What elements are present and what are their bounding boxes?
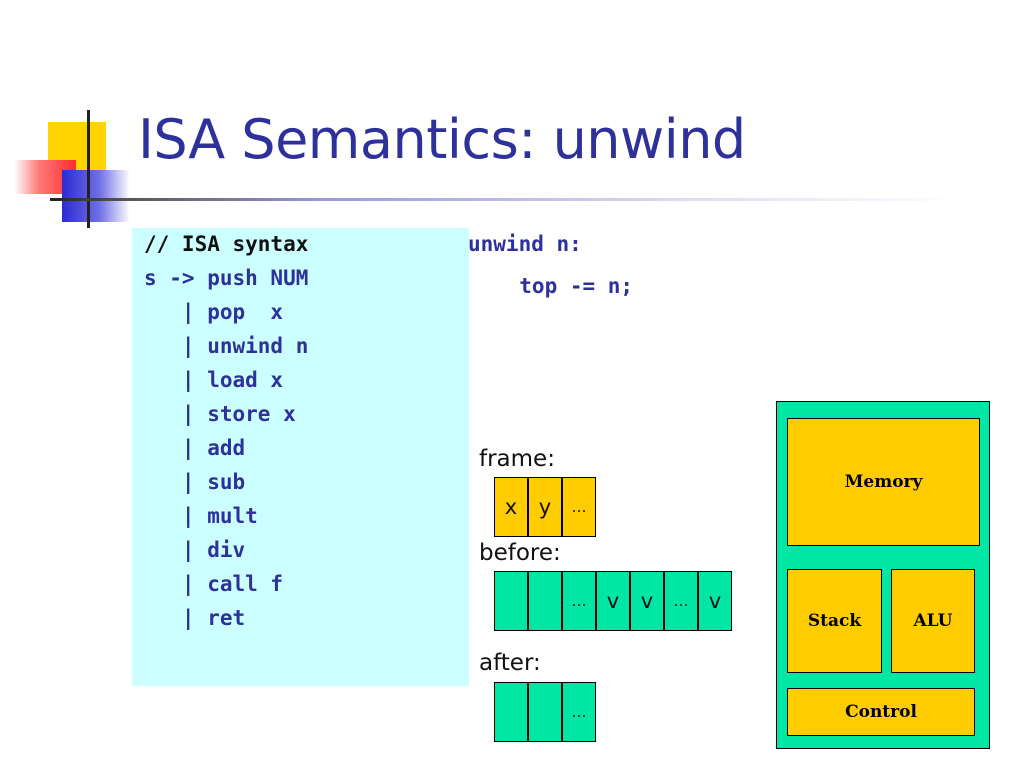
before-cell — [494, 571, 528, 631]
code-line: | load x — [144, 368, 284, 392]
after-label: after: — [479, 650, 541, 676]
alu-box: ALU — [891, 569, 975, 673]
code-line: | store x — [144, 402, 296, 426]
code-line: | mult — [144, 504, 258, 528]
code-line: | add — [144, 436, 246, 460]
after-cell: … — [562, 682, 596, 742]
before-cell: … — [562, 571, 596, 631]
code-line: // ISA syntax — [144, 232, 309, 256]
frame-cell: y — [528, 477, 562, 537]
code-line: | div — [144, 538, 246, 562]
logo-vertical-line — [87, 110, 90, 228]
before-cell: v — [630, 571, 664, 631]
slide-title: ISA Semantics: unwind — [138, 108, 746, 171]
machine-diagram: Memory Stack ALU Control — [776, 401, 990, 749]
before-label: before: — [479, 540, 561, 566]
semantics-body: top -= n; — [494, 274, 634, 298]
isa-syntax-panel: // ISA syntax s -> push NUM | pop x | un… — [132, 228, 469, 686]
code-line: | pop x — [144, 300, 284, 324]
after-cell — [494, 682, 528, 742]
logo-blue-square — [62, 170, 130, 222]
memory-box: Memory — [787, 418, 980, 546]
stack-box: Stack — [787, 569, 882, 673]
before-cell: v — [698, 571, 732, 631]
code-line: | sub — [144, 470, 246, 494]
before-cell: v — [596, 571, 630, 631]
control-box: Control — [787, 688, 975, 736]
before-cell — [528, 571, 562, 631]
code-line: | ret — [144, 606, 246, 630]
frame-cell: … — [562, 477, 596, 537]
frame-label: frame: — [479, 446, 555, 472]
title-underline — [50, 198, 960, 201]
code-line: | call f — [144, 572, 284, 596]
before-cell: … — [664, 571, 698, 631]
code-line: | unwind n — [144, 334, 309, 358]
code-line: s -> push NUM — [144, 266, 309, 290]
after-cell — [528, 682, 562, 742]
frame-cell: x — [494, 477, 528, 537]
semantics-header: unwind n: — [468, 232, 582, 256]
